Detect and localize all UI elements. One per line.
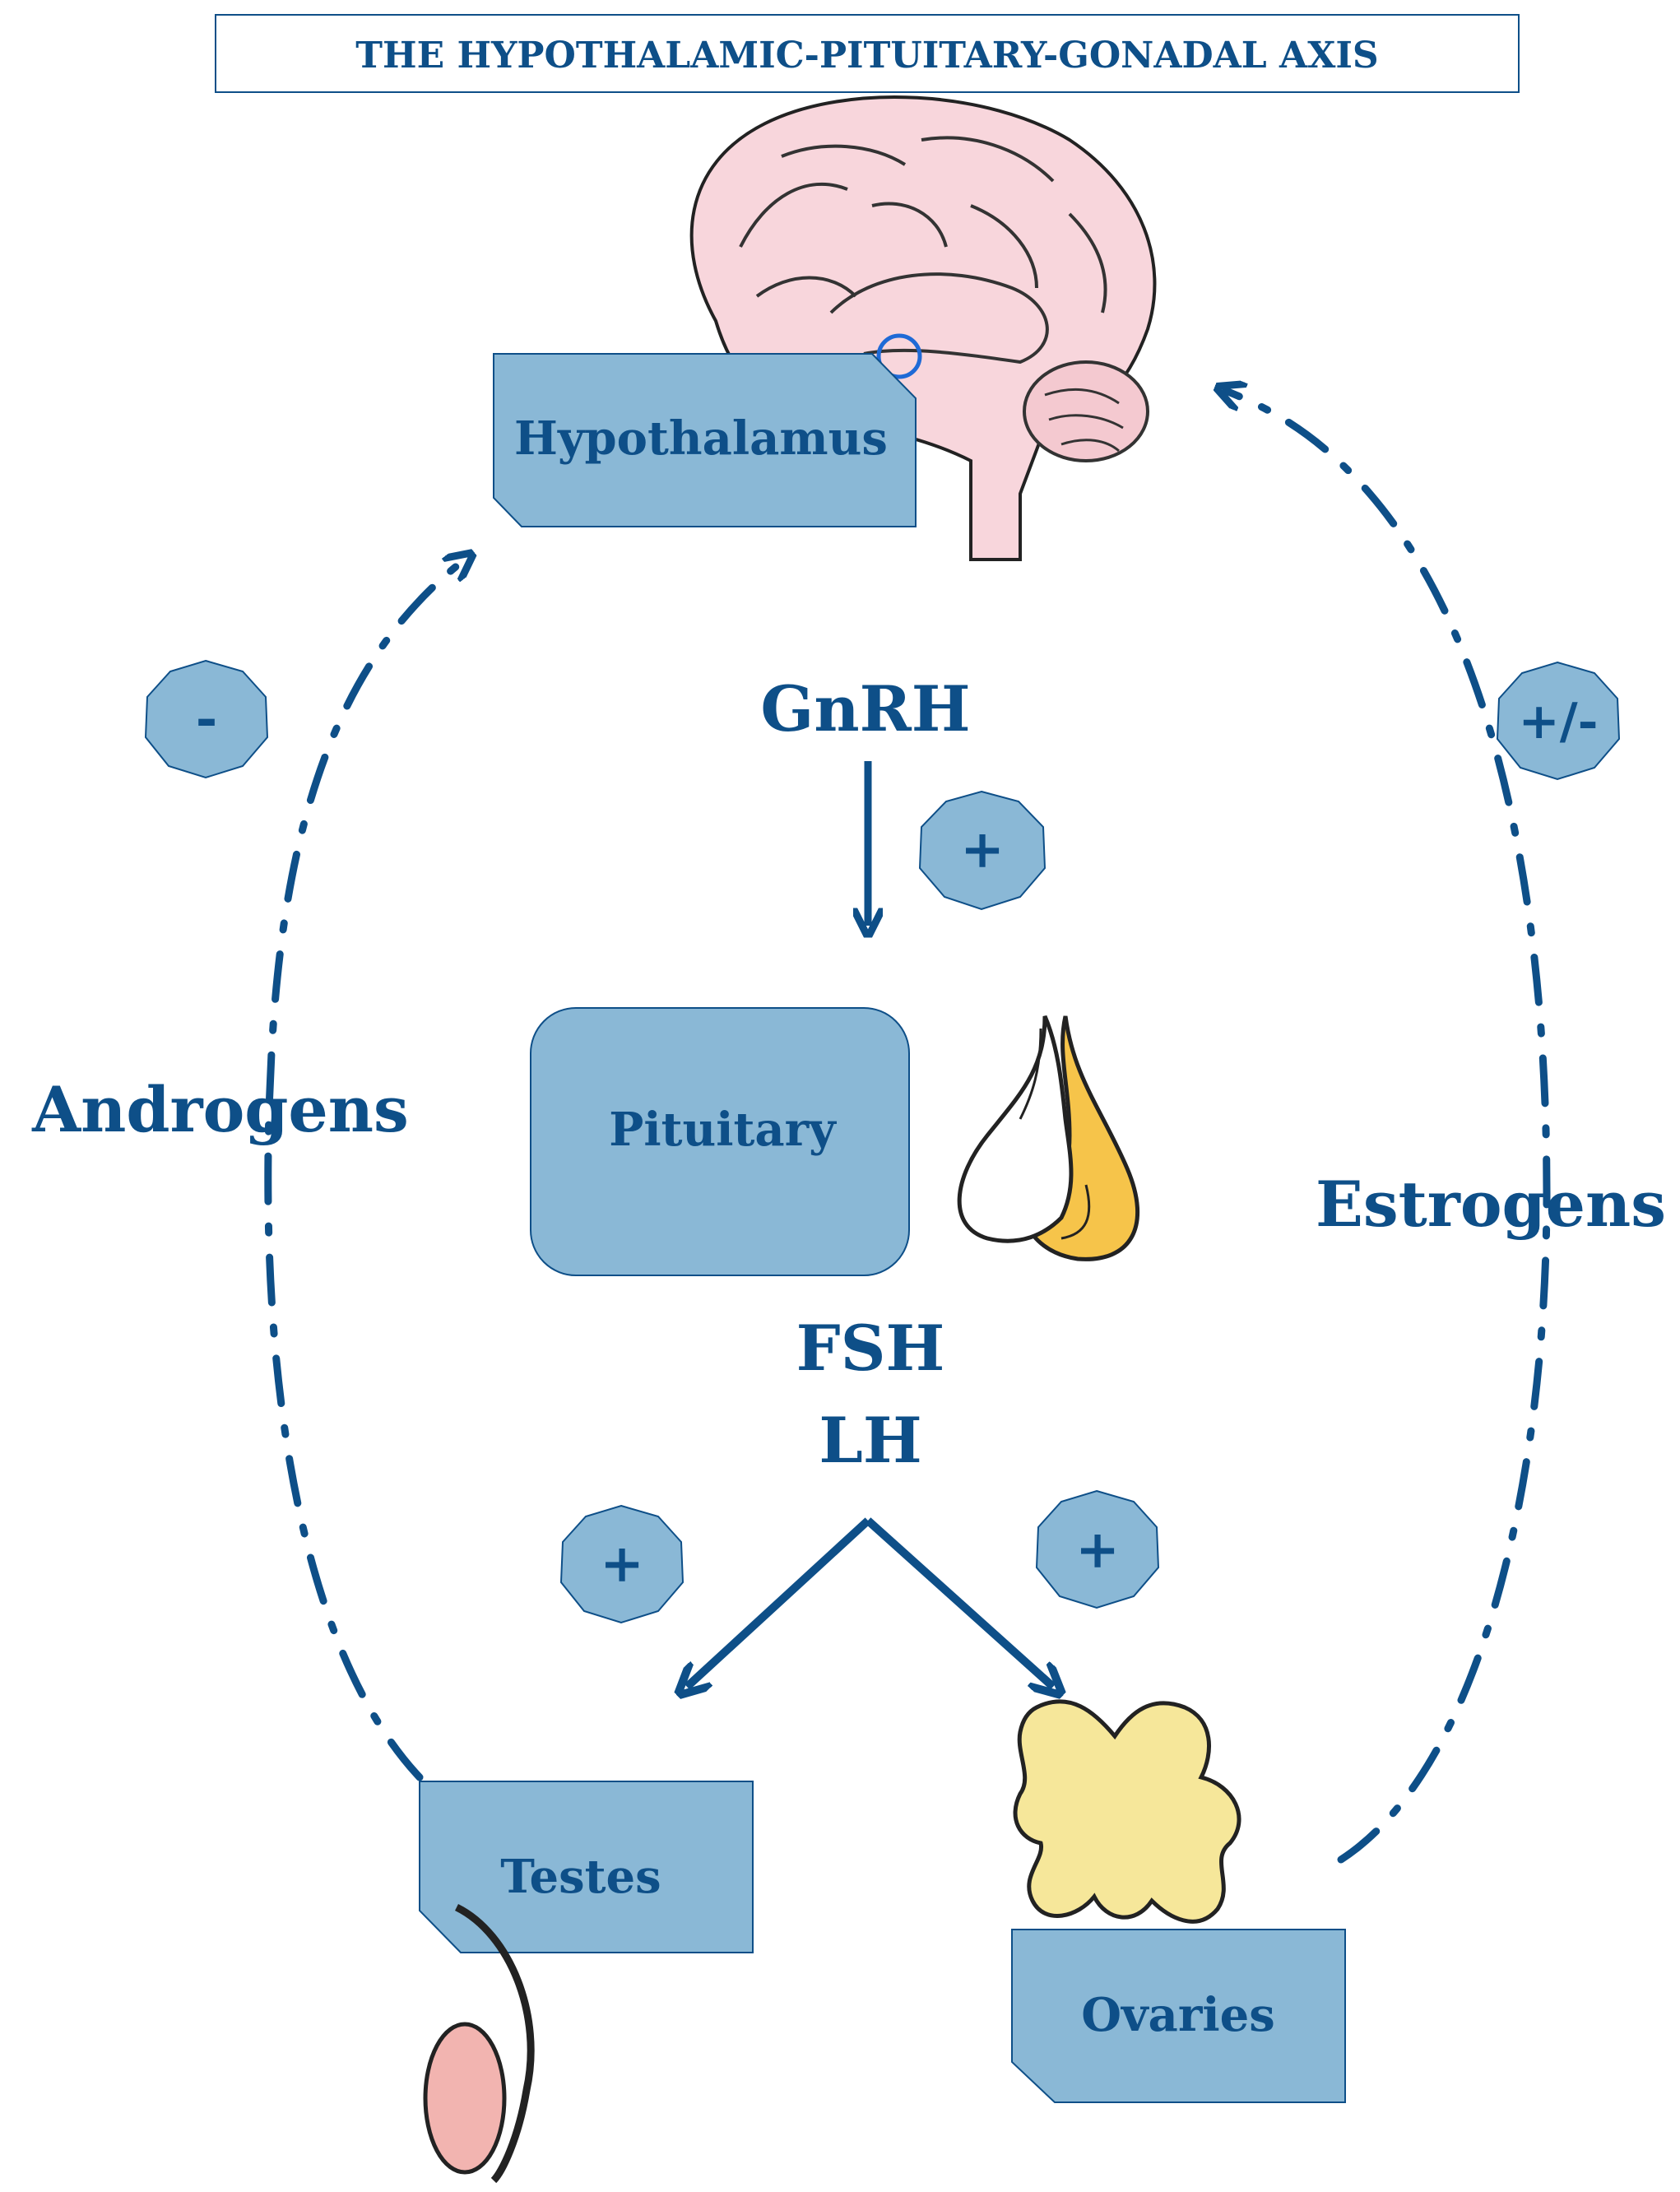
testes-effect-sign: + bbox=[600, 1533, 644, 1595]
androgen-feedback-sign: - bbox=[196, 688, 218, 750]
testes-label: Testes bbox=[500, 1850, 661, 1904]
fsh-lh-to-ovaries-arrow bbox=[865, 1517, 1053, 1687]
fsh-lh-to-testes-arrow bbox=[687, 1517, 871, 1687]
hypothalamus-marker bbox=[876, 333, 922, 379]
hypothalamus-label: Hypothalamus bbox=[514, 411, 888, 466]
estrogen-feedback-badge bbox=[1496, 661, 1621, 781]
testes-box bbox=[419, 1781, 754, 1953]
androgen-feedback-badge bbox=[144, 659, 269, 779]
estrogens-label: Estrogens bbox=[1316, 1168, 1666, 1241]
ovaries-label: Ovaries bbox=[1081, 1988, 1275, 2042]
estrogen-feedback-path bbox=[1226, 391, 1551, 1864]
diagram-title: THE HYPOTHALAMIC-PITUITARY-GONADAL AXIS bbox=[355, 35, 1378, 77]
gnrh-effect-sign: + bbox=[960, 819, 1005, 880]
ovary-icon bbox=[1013, 1699, 1241, 1924]
title-box bbox=[215, 14, 1520, 93]
fsh-label: FSH bbox=[796, 1312, 945, 1385]
gnrh-label: GnRH bbox=[760, 672, 970, 745]
estrogen-feedback-sign: +/- bbox=[1518, 693, 1598, 750]
pituitary-label: Pituitary bbox=[609, 1103, 837, 1157]
ovaries-effect-badge bbox=[1035, 1489, 1160, 1609]
pituitary-gland-icon bbox=[957, 1015, 1140, 1261]
testis-icon bbox=[423, 1903, 535, 2184]
lh-label: LH bbox=[819, 1404, 921, 1477]
testes-effect-badge bbox=[559, 1504, 685, 1624]
ovaries-effect-sign: + bbox=[1075, 1519, 1120, 1581]
androgens-label: Androgens bbox=[31, 1073, 409, 1146]
hypothalamus-box bbox=[493, 353, 917, 527]
ovaries-box bbox=[1011, 1929, 1346, 2103]
pituitary-box bbox=[530, 1007, 910, 1276]
gnrh-effect-badge bbox=[918, 790, 1047, 911]
androgen-feedback-path bbox=[264, 560, 465, 1781]
